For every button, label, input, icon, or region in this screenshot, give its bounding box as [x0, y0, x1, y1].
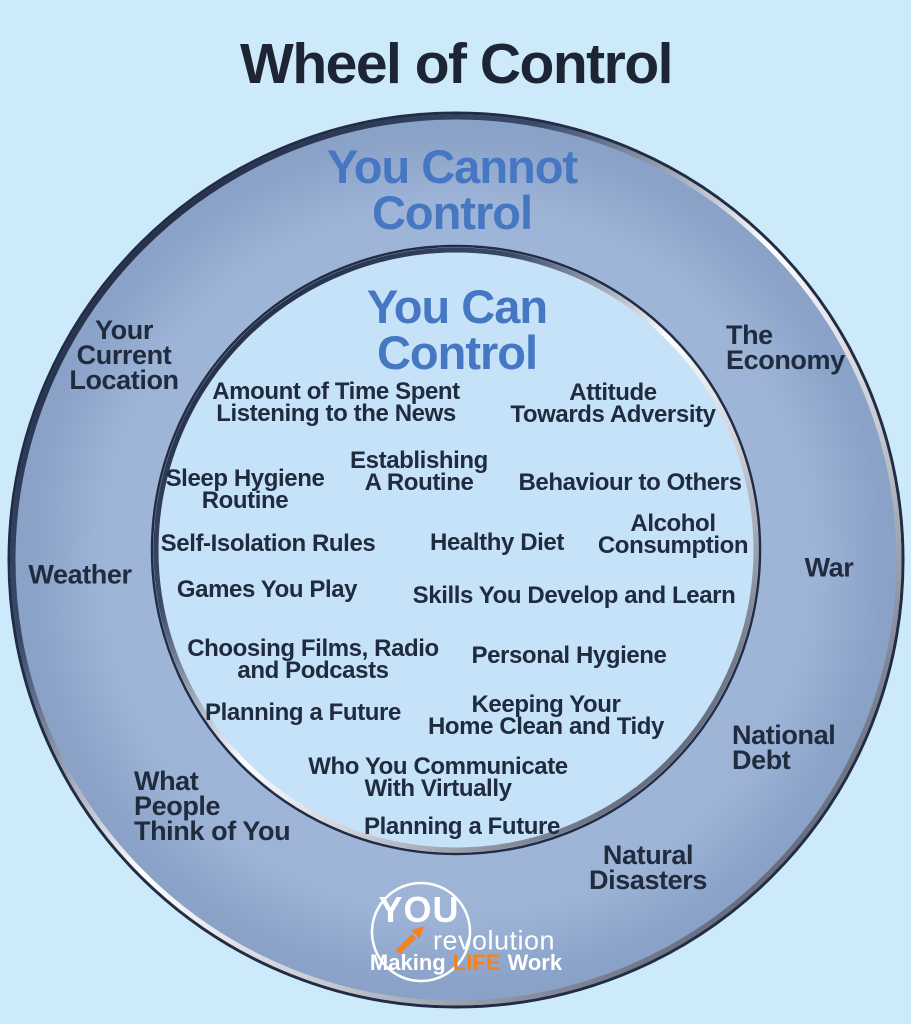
logo-circle	[370, 881, 472, 983]
logo-tagline: Making LIFE Work	[370, 950, 562, 976]
cannot-control-item: Weather	[28, 559, 132, 590]
cannot-control-item: What People Think of You	[134, 765, 291, 846]
page-title: Wheel of Control	[240, 32, 673, 96]
logo-brand: YOU	[378, 889, 460, 930]
can-control-item: Establishing A Routine	[350, 446, 488, 496]
can-control-item: Who You Communicate With Virtually	[308, 752, 568, 802]
can-control-item: Sleep Hygiene Routine	[165, 464, 325, 514]
cannot-control-item: Natural Disasters	[589, 840, 707, 895]
logo-tagline-highlight: LIFE	[452, 950, 501, 975]
can-control-item: Healthy Diet	[430, 528, 564, 556]
can-control-item: Attitude Towards Adversity	[510, 378, 716, 428]
logo-tagline-prefix: Making	[369, 950, 446, 975]
inner-circle	[150, 244, 762, 856]
cannot-control-item: Your Current Location	[69, 314, 179, 395]
can-control-item: Planning a Future	[205, 698, 401, 726]
outer-ring-metal-rim	[10, 114, 902, 1006]
inner-circle-metal-rim	[153, 247, 759, 853]
can-control-item: Alcohol Consumption	[597, 509, 749, 559]
cannot-control-item: National Debt	[732, 720, 836, 775]
can-control-item: Keeping Your Home Clean and Tidy	[427, 690, 665, 740]
can-control-item: Games You Play	[176, 575, 358, 603]
logo-arrowhead-icon	[411, 926, 424, 939]
logo-tagline-suffix: Work	[507, 950, 563, 975]
cannot-control-item: War	[804, 552, 854, 583]
cannot-control-item: The Economy	[726, 320, 845, 375]
can-control-item: Behaviour to Others	[518, 468, 742, 496]
logo-arrow-icon	[395, 933, 417, 955]
can-control-item: Choosing Films, Radio and Podcasts	[187, 634, 439, 684]
can-control-item: Self-Isolation Rules	[160, 529, 376, 557]
logo-name: revolution	[433, 925, 556, 956]
can-control-item: Planning a Future	[364, 812, 560, 840]
can-control-item: Amount of Time Spent Listening to the Ne…	[212, 377, 460, 427]
can-control-heading: You Can Control	[366, 279, 548, 379]
can-control-item: Personal Hygiene	[471, 641, 667, 669]
cannot-control-heading: You Cannot Control	[326, 139, 578, 239]
can-control-item: Skills You Develop and Learn	[412, 581, 736, 609]
